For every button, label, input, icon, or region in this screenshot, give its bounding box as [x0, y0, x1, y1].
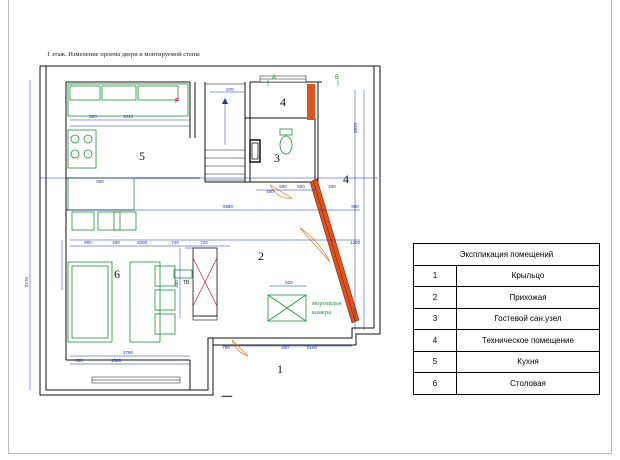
room-number-2: 2	[258, 249, 264, 263]
dimension-lines	[29, 80, 378, 390]
dim-600: 600	[75, 358, 83, 363]
legend-num: 1	[413, 264, 457, 287]
dim-700: 700	[222, 345, 230, 350]
dim-5100: 5100	[307, 345, 318, 350]
dim-670: 670	[226, 87, 234, 92]
axis-label-a: A	[272, 75, 276, 81]
legend-row: 4 Техническое помещение	[413, 329, 600, 352]
legend-header-row: Экспликация помещений	[413, 243, 600, 266]
dimension-labels: 5580 5100 2790 1580 600 300 670 800 400 …	[24, 87, 361, 363]
room-legend-table: Экспликация помещений 1 Крыльцо 2 Прихож…	[413, 243, 600, 395]
dim-500: 500	[297, 184, 305, 189]
dim-620: 620	[285, 280, 293, 285]
dim-900: 900	[96, 179, 104, 184]
legend-num: 6	[413, 372, 457, 395]
dim-1000: 1000	[137, 240, 148, 245]
plan-title: 1 этаж. Изменение проема двери и монтиру…	[47, 51, 200, 58]
dim-400: 400	[112, 240, 120, 245]
legend-row: 3 Гостевой сан.узел	[413, 307, 600, 330]
dim-820: 820	[89, 114, 97, 119]
legend-name: Техническое помещение	[456, 329, 600, 352]
legend-name: Кухня	[456, 350, 600, 373]
legend-name: Крыльцо	[456, 264, 600, 287]
dim-200: 200	[328, 184, 336, 189]
legend-num: 3	[413, 307, 457, 330]
dim-740: 740	[171, 240, 179, 245]
legend-name: Гостевой сан.узел	[456, 307, 600, 330]
dim-300: 300	[281, 345, 289, 350]
kitchen-furniture	[67, 83, 307, 343]
staircase	[204, 83, 246, 181]
utility-blocks	[192, 139, 261, 321]
windows	[91, 75, 307, 397]
dim-720: 720	[200, 240, 208, 245]
legend-name: Прихожая	[456, 286, 600, 309]
page-frame	[8, 0, 612, 454]
dim-1580: 1580	[111, 358, 122, 363]
dim-400-b: 400	[266, 189, 274, 194]
room-numbers: 1 2 3 4 4 5 6	[114, 95, 349, 376]
room-number-4a: 4	[280, 95, 286, 109]
dim-2790: 2790	[123, 350, 134, 355]
legend-row: 2 Прихожая	[413, 286, 600, 309]
legend-row: 6 Столовая	[413, 372, 600, 395]
dim-900-b: 900	[351, 204, 359, 209]
legend-header: Экспликация помещений	[413, 243, 600, 266]
new-wall	[307, 84, 360, 324]
legend-row: 5 Кухня	[413, 350, 600, 373]
legend-num: 2	[413, 286, 457, 309]
door-swings	[231, 184, 331, 357]
freezer-label-1: морозильн	[312, 300, 342, 307]
misc-labels: A B ТВ F морозильн камера	[175, 75, 342, 316]
legend-name: Столовая	[456, 372, 600, 395]
dim-1200: 1200	[350, 240, 361, 245]
dim-400-c: 400	[174, 280, 179, 288]
fridge-mark: F	[175, 98, 179, 105]
room-number-6: 6	[114, 267, 120, 281]
dim-1010: 1010	[123, 114, 134, 119]
dim-5580: 5580	[223, 204, 234, 209]
axis-markers	[267, 80, 339, 86]
tv-label: ТВ	[183, 280, 190, 286]
freezer-label-2: камера	[312, 309, 331, 316]
room-number-3: 3	[274, 151, 280, 165]
room-number-1: 1	[277, 362, 283, 376]
dim-2870: 2870	[353, 122, 358, 133]
legend-num: 5	[413, 350, 457, 373]
dim-3770: 3770	[24, 276, 29, 287]
dim-800: 800	[84, 240, 92, 245]
legend-row: 1 Крыльцо	[413, 264, 600, 287]
dim-600-b: 600	[279, 184, 287, 189]
axis-label-b: B	[335, 75, 339, 81]
room-number-5: 5	[139, 149, 145, 163]
legend-num: 4	[413, 329, 457, 352]
room-number-4b: 4	[343, 172, 349, 186]
